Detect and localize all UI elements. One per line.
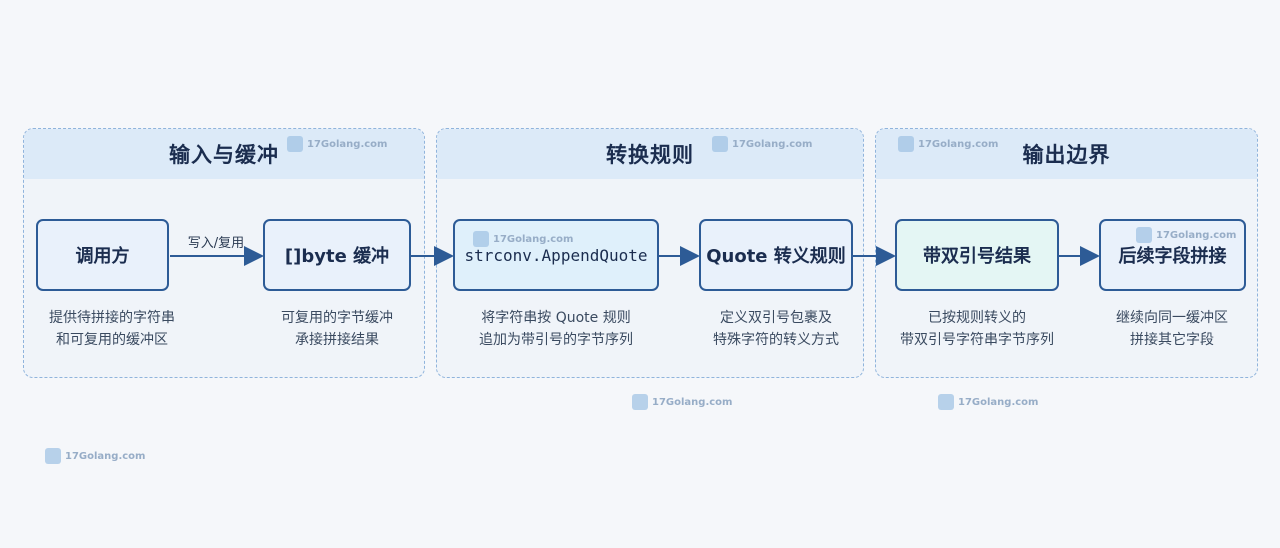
watermark: 17Golang.com: [287, 136, 387, 152]
watermark-logo-icon: [287, 136, 303, 152]
watermark-text: 17Golang.com: [918, 138, 999, 150]
desc-line: 定义双引号包裹及: [720, 310, 832, 326]
desc-line: 提供待拼接的字符串: [49, 310, 175, 326]
node-quote-rules: Quote 转义规则: [699, 219, 853, 291]
desc-quoted-result: 已按规则转义的 带双引号字符串字节序列: [882, 307, 1072, 351]
desc-line: 承接拼接结果: [295, 332, 379, 348]
watermark: 17Golang.com: [473, 231, 573, 247]
watermark: 17Golang.com: [45, 448, 145, 464]
node-next-field: 后续字段拼接: [1099, 219, 1246, 291]
watermark: 17Golang.com: [712, 136, 812, 152]
watermark: 17Golang.com: [1136, 227, 1236, 243]
watermark: 17Golang.com: [938, 394, 1038, 410]
desc-line: 将字符串按 Quote 规则: [481, 310, 631, 326]
node-append-quote: strconv.AppendQuote: [453, 219, 659, 291]
node-quoted-result: 带双引号结果: [895, 219, 1059, 291]
watermark-text: 17Golang.com: [652, 396, 733, 408]
section-title: 转换规则: [437, 129, 863, 179]
watermark-text: 17Golang.com: [1156, 229, 1237, 241]
desc-line: 特殊字符的转义方式: [713, 332, 839, 348]
desc-line: 继续向同一缓冲区: [1116, 310, 1228, 326]
desc-line: 可复用的字节缓冲: [281, 310, 393, 326]
section-title: 输入与缓冲: [24, 129, 424, 179]
watermark-logo-icon: [712, 136, 728, 152]
desc-line: 拼接其它字段: [1130, 332, 1214, 348]
desc-caller: 提供待拼接的字符串 和可复用的缓冲区: [32, 307, 192, 351]
watermark-text: 17Golang.com: [493, 233, 574, 245]
watermark: 17Golang.com: [632, 394, 732, 410]
watermark-logo-icon: [898, 136, 914, 152]
desc-line: 追加为带引号的字节序列: [479, 332, 633, 348]
watermark-text: 17Golang.com: [307, 138, 388, 150]
desc-next-field: 继续向同一缓冲区 拼接其它字段: [1092, 307, 1252, 351]
desc-byte-buffer: 可复用的字节缓冲 承接拼接结果: [257, 307, 417, 351]
watermark-text: 17Golang.com: [65, 450, 146, 462]
desc-quote-rules: 定义双引号包裹及 特殊字符的转义方式: [690, 307, 862, 351]
watermark: 17Golang.com: [898, 136, 998, 152]
watermark-text: 17Golang.com: [732, 138, 813, 150]
watermark-logo-icon: [938, 394, 954, 410]
watermark-logo-icon: [473, 231, 489, 247]
watermark-text: 17Golang.com: [958, 396, 1039, 408]
section-title: 输出边界: [876, 129, 1257, 179]
desc-line: 带双引号字符串字节序列: [900, 332, 1054, 348]
desc-line: 和可复用的缓冲区: [56, 332, 168, 348]
node-byte-buffer: []byte 缓冲: [263, 219, 411, 291]
watermark-logo-icon: [632, 394, 648, 410]
desc-append-quote: 将字符串按 Quote 规则 追加为带引号的字节序列: [456, 307, 656, 351]
watermark-logo-icon: [1136, 227, 1152, 243]
node-caller: 调用方: [36, 219, 169, 291]
edge-label-write-reuse: 写入/复用: [187, 236, 245, 251]
watermark-logo-icon: [45, 448, 61, 464]
desc-line: 已按规则转义的: [928, 310, 1026, 326]
